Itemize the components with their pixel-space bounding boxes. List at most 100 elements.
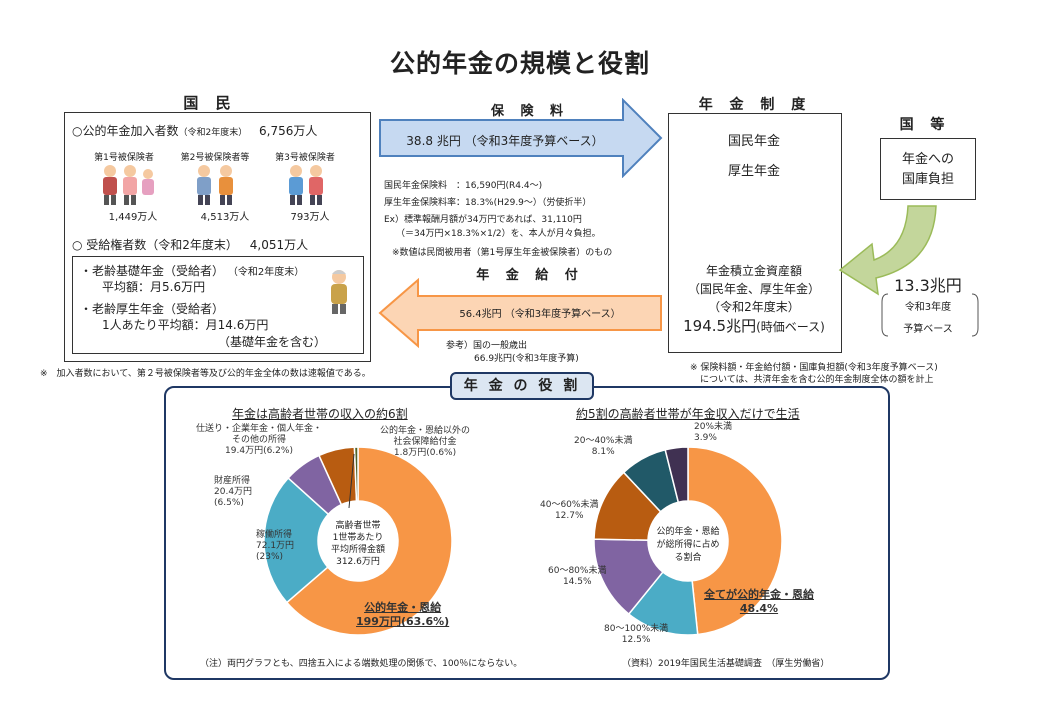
footnote-left: ※ 加入者数において、第２号被保険者等及び公的年金全体の数は速報値である。 <box>40 369 371 379</box>
basic-label: ・老齢基礎年金（受給者） <box>80 264 225 278</box>
category-3-label: 第3号被保険者 <box>275 153 335 163</box>
benefit-arrow-text: 56.4兆円 （令和3年度予算ベース） <box>459 309 621 320</box>
label-80-100-name: 80～100%未満 <box>604 624 669 634</box>
chart1-center-line-4: 312.6万円 <box>336 557 380 567</box>
welfare-label: ・老齢厚生年金（受給者） <box>80 302 225 316</box>
role-note-right: （資料）2019年国民生活基礎調査 （厚生労働省） <box>622 659 830 669</box>
welfare-avg: 1人あたり平均額：月14.6万円 <box>102 318 269 332</box>
state-box-line-1: 年金への <box>901 152 954 167</box>
label-other-line-3: 19.4万円(6.2%) <box>225 446 293 456</box>
role-note-left: （注）両円グラフとも、四捨五入による端数処理の関係で、100％にならない。 <box>200 659 523 669</box>
pie-charts-svg <box>263 446 783 636</box>
label-all-pension: 全てが公的年金・恩給 48.4% <box>704 588 814 616</box>
category-2-label: 第2号被保険者等 <box>180 153 250 163</box>
state-bracket <box>881 293 979 337</box>
chart2-center-line-3: る割合 <box>674 553 702 563</box>
premium-arrow <box>379 98 663 178</box>
label-ss-line-2: 社会保障給付金 <box>393 437 457 447</box>
benefit-ref-2: 66.9兆円(令和3年度予算) <box>474 354 579 364</box>
label-80-100: 80～100%未満 12.5% <box>604 624 668 646</box>
page-title: 公的年金の規模と役割 <box>389 49 650 78</box>
label-pension-name: 公的年金・恩給 <box>364 601 442 614</box>
chart1-center-line-1: 高齢者世帯 <box>335 521 381 531</box>
benefit-header: 年 金 給 付 <box>476 268 584 283</box>
category-3-value: 793万人 <box>290 212 330 223</box>
system-note-2: については、共済年金を含む公的年金制度全体の額を計上 <box>700 375 934 385</box>
enrollees-date: （令和2年度末） <box>178 128 248 138</box>
chart1-center: 高齢者世帯 1世帯あたり 平均所得金額 312.6万円 <box>318 520 398 568</box>
label-under-20-name: 20%未満 <box>694 422 733 432</box>
label-work-pct: (23%) <box>256 552 284 562</box>
people-icon-cat1 <box>103 165 154 205</box>
premium-arrow-text: 38.8 兆円 （令和3年度予算ベース） <box>406 134 604 148</box>
asset-value: 194.5兆円 <box>683 317 757 335</box>
state-box-line-2: 国庫負担 <box>901 172 954 187</box>
chart1-center-line-2: 1世帯あたり <box>332 533 384 543</box>
asset-value-row: 194.5兆円(時価ベース) <box>668 315 840 336</box>
label-20-40-value: 8.1% <box>591 447 615 457</box>
recipients-row: ○ 受給権者数（令和2年度末） 4,051万人 <box>72 236 308 253</box>
enrollees-label: ○公的年金加入者数 <box>72 124 179 138</box>
state-amount-note-2: 予算ベース <box>903 324 953 335</box>
label-60-80: 60～80%未満 14.5% <box>548 566 606 588</box>
share-pie-slice-1 <box>687 446 783 636</box>
pie-chart-income <box>263 446 453 636</box>
premium-line-3: Ex）標準報酬月額が34万円であれば、31,110円 <box>384 215 582 225</box>
chart2-center-line-1: 公的年金・恩給 <box>656 527 720 537</box>
premium-line-4: （＝34万円×18.3%×1/2）を、本人が月々負担。 <box>396 229 601 239</box>
system-item-1: 国民年金 <box>727 134 780 149</box>
label-under-20-value: 3.9% <box>694 433 717 443</box>
label-work-amount: 72.1万円 <box>256 541 295 551</box>
label-property-amount: 20.4万円 <box>214 487 253 497</box>
basic-row: ・老齢基礎年金（受給者） （令和2年度末） <box>80 262 304 279</box>
premium-line-5: ※数値は民間被用者（第1号厚生年金被保険者）のもの <box>392 248 613 258</box>
income-pie-center-hole <box>318 501 398 581</box>
state-amount: 13.3兆円 <box>894 276 962 295</box>
label-60-80-name: 60～80%未満 <box>548 566 607 576</box>
label-ss-line-1: 公的年金・恩給以外の <box>380 426 471 436</box>
benefit-ref-1: 参考）国の一般歳出 <box>446 341 528 351</box>
elderly-person-icon <box>331 270 347 314</box>
category-2-value: 4,513万人 <box>200 212 250 223</box>
chart2-center: 公的年金・恩給 が総所得に占め る割合 <box>650 526 726 565</box>
system-header: 年 金 制 度 <box>698 97 812 113</box>
label-other-line-2: その他の所得 <box>232 435 287 445</box>
premium-header: 保 険 料 <box>490 104 570 119</box>
state-header: 国 等 <box>899 117 951 133</box>
chart1-center-line-3: 平均所得金額 <box>330 545 385 555</box>
share-pie-center-hole <box>648 501 728 581</box>
label-social-security: 公的年金・恩給以外の 社会保障給付金 1.8万円(0.6%) <box>380 426 470 459</box>
label-80-100-value: 12.5% <box>621 635 651 645</box>
category-1-value: 1,449万人 <box>108 212 158 223</box>
label-work-name: 稼働所得 <box>256 530 293 540</box>
label-under-20: 20%未満 3.9% <box>694 422 732 444</box>
system-item-2: 厚生年金 <box>727 164 780 179</box>
label-property-name: 財産所得 <box>214 476 251 486</box>
basic-date: （令和2年度末） <box>227 267 305 278</box>
label-20-40: 20～40%未満 8.1% <box>574 436 632 458</box>
benefit-arrow <box>378 278 662 348</box>
label-40-60-name: 40～60%未満 <box>540 500 599 510</box>
ss-leader-line <box>348 453 355 509</box>
state-arrow <box>838 205 937 296</box>
asset-line-2: （国民年金、厚生年金） <box>687 282 820 296</box>
chart2-title: 約5割の高齢者世帯が年金収入だけで生活 <box>576 407 800 421</box>
basic-avg: 平均額：月5.6万円 <box>102 280 206 294</box>
asset-line-1: 年金積立金資産額 <box>705 264 802 278</box>
role-header: 年 金 の 役 割 <box>450 372 594 400</box>
kokumin-header: 国 民 <box>183 94 237 112</box>
people-icon-cat2 <box>197 165 233 205</box>
label-20-40-name: 20～40%未満 <box>574 436 633 446</box>
welfare-note: （基礎年金を含む） <box>218 335 327 349</box>
recipient-detail-box <box>72 256 364 354</box>
label-property: 財産所得 20.4万円 (6.5%) <box>214 476 252 509</box>
recipients-value: 4,051万人 <box>249 238 309 252</box>
asset-line-3: （令和2年度末） <box>708 300 800 314</box>
premium-line-1: 国民年金保険料 ：16,590円(R4.4～) <box>384 181 543 191</box>
label-other-line-1: 仕送り・企業年金・個人年金・ <box>196 424 323 434</box>
label-property-pct: (6.5%) <box>214 498 244 508</box>
category-1-label: 第1号被保険者 <box>94 153 154 163</box>
enrollees-row: ○公的年金加入者数（令和2年度末） 6,756万人 <box>72 122 317 139</box>
asset-value-note: (時価ベース) <box>756 320 825 334</box>
system-box <box>668 113 842 353</box>
